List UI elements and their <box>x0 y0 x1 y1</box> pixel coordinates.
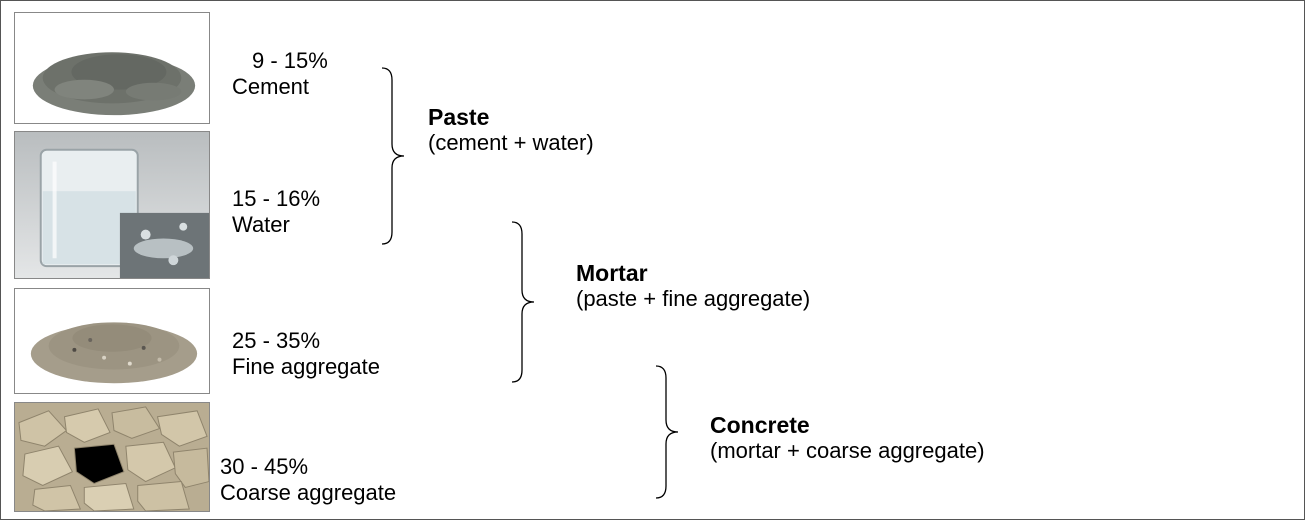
coarse-aggregate-name: Coarse aggregate <box>220 480 397 505</box>
mortar-brace <box>511 221 535 383</box>
water-name: Water <box>232 212 290 237</box>
paste-group: Paste (cement + water) <box>428 104 594 156</box>
coarse-aggregate-photo <box>14 402 210 512</box>
coarse-aggregate-label: 30 - 45% Coarse aggregate <box>220 454 396 506</box>
paste-brace <box>381 67 405 245</box>
cement-name: Cement <box>232 74 310 99</box>
concrete-formula: (mortar + coarse aggregate) <box>710 438 985 463</box>
fine-aggregate-photo <box>14 288 210 394</box>
mortar-group: Mortar (paste + fine aggregate) <box>576 260 810 312</box>
water-label: 15 - 16% Water <box>232 186 320 238</box>
cement-photo <box>14 12 210 124</box>
fine-aggregate-label: 25 - 35% Fine aggregate <box>232 328 380 380</box>
concrete-brace <box>655 365 679 499</box>
fine-aggregate-percent: 25 - 35% <box>232 328 321 353</box>
water-percent: 15 - 16% <box>232 186 321 211</box>
cement-percent: 9 - 15% <box>252 48 328 73</box>
concrete-group: Concrete (mortar + coarse aggregate) <box>710 412 985 464</box>
paste-title: Paste <box>428 104 490 130</box>
coarse-aggregate-percent: 30 - 45% <box>220 454 309 479</box>
concrete-title: Concrete <box>710 412 810 438</box>
water-beaker-photo <box>14 131 210 279</box>
mortar-formula: (paste + fine aggregate) <box>576 286 811 311</box>
fine-aggregate-name: Fine aggregate <box>232 354 380 379</box>
cement-label: 9 - 15% Cement <box>232 48 328 100</box>
mortar-title: Mortar <box>576 260 648 286</box>
paste-formula: (cement + water) <box>428 130 594 155</box>
